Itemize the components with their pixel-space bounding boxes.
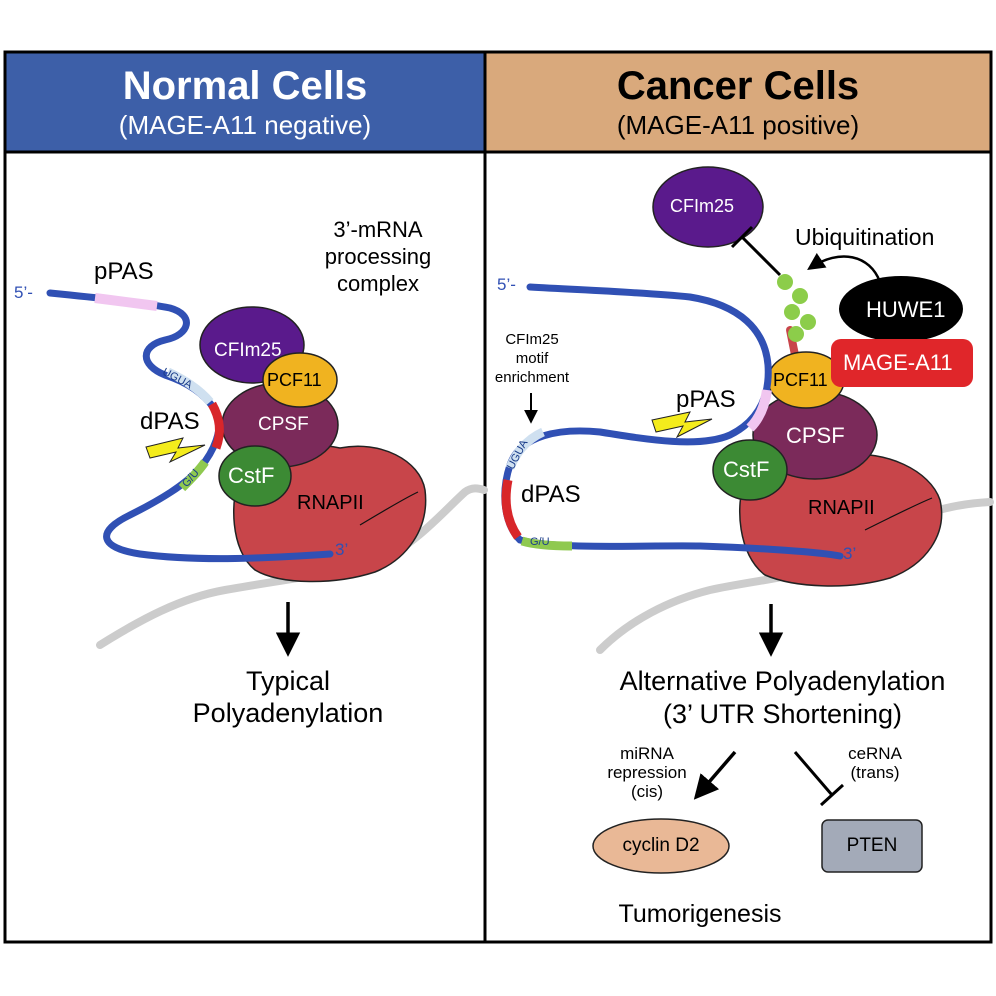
- cancer-title: Cancer Cells: [616, 64, 860, 108]
- cancer-five-prime-label: 5’-: [497, 275, 516, 294]
- cancer-ugua-segment: [505, 427, 546, 470]
- cancer-gu-label: G/U: [530, 536, 550, 548]
- cancer-cfim25-label: CFIm25: [670, 196, 735, 216]
- magea11-label: MAGE-A11: [843, 350, 953, 375]
- tumorigenesis-label: Tumorigenesis: [618, 900, 782, 928]
- normal-rnapii-groove: [359, 491, 419, 526]
- normal-three-prime-label: 3’: [335, 540, 349, 559]
- cancer-cstf-label: CstF: [723, 457, 770, 482]
- normal-dpas-segment: [208, 401, 224, 450]
- cancer-dpas-label: dPAS: [521, 481, 581, 508]
- cancer-rnapii-label: RNAPII: [808, 497, 875, 519]
- normal-ppas-label: pPAS: [94, 258, 154, 285]
- cancer-dpas-segment: [501, 479, 522, 540]
- cancer-outcome-label: Alternative Polyadenylation (3’ UTR Shor…: [619, 666, 946, 729]
- cancer-cfim25: [652, 166, 764, 248]
- mirna-arrow: [693, 750, 737, 800]
- normal-ppas-segment: [94, 293, 158, 311]
- pten-box: [821, 819, 923, 873]
- pten-label: PTEN: [846, 835, 898, 856]
- cancer-cstf: [712, 439, 788, 501]
- cyclin-d2-label: cyclin D2: [622, 835, 700, 856]
- cancer-rnapii-groove: [864, 497, 933, 531]
- cancer-lightning-icon: [651, 411, 713, 439]
- cancer-ppas-segment: [746, 389, 772, 432]
- cerna-inhibition-line: [793, 751, 834, 796]
- normal-outcome-label: Typical Polyadenylation: [192, 666, 384, 728]
- cancer-mrna: [501, 283, 844, 560]
- cerna-label: ceRNA (trans): [848, 744, 902, 782]
- cancer-ppas-label: pPAS: [676, 386, 736, 413]
- normal-dpas-label: dPAS: [140, 408, 200, 435]
- cyclin-d2-ellipse: [592, 818, 730, 874]
- normal-pcf11-label: PCF11: [267, 370, 322, 390]
- motif-label: CFIm25 motif enrichment: [494, 331, 570, 386]
- ubiquitin-chain: [777, 274, 816, 342]
- mirna-label: miRNA repression (cis): [607, 744, 687, 801]
- cancer-gu-segment: [520, 536, 573, 551]
- ubiquitination-arrow: [807, 252, 882, 283]
- normal-title: Normal Cells: [122, 64, 368, 108]
- normal-cpsf-label: CPSF: [258, 414, 309, 435]
- cerna-inhibition-bar: [819, 783, 845, 807]
- cancer-subtitle: (MAGE-A11 positive): [616, 110, 860, 140]
- normal-cfim25-label: CFIm25: [214, 340, 282, 361]
- normal-complex-label: 3’-mRNA processing complex: [324, 217, 432, 296]
- cancer-cpsf-label: CPSF: [786, 423, 845, 448]
- normal-cstf: [218, 445, 292, 507]
- cfim25-inhibition-bar: [730, 225, 754, 249]
- cancer-header-bg: [485, 52, 991, 152]
- normal-pcf11: [262, 352, 338, 408]
- outer-border: [3, 50, 993, 944]
- huwe1-ellipse: [839, 276, 963, 342]
- normal-subtitle: (MAGE-A11 negative): [118, 110, 372, 140]
- magea11-box: [831, 339, 973, 387]
- normal-header-bg: [5, 52, 485, 152]
- normal-gu-segment: [178, 459, 209, 492]
- cancer-three-prime-label: 3’: [843, 544, 857, 563]
- normal-five-prime-label: 5’-: [14, 283, 33, 302]
- cfim25-inhibition-line: [740, 235, 782, 277]
- huwe1-label: HUWE1: [866, 297, 946, 322]
- ubiquitination-label: Ubiquitination: [795, 224, 935, 250]
- normal-lightning-icon: [145, 437, 206, 464]
- cancer-pcf11-label: PCF11: [773, 370, 828, 390]
- normal-cstf-label: CstF: [228, 463, 275, 488]
- normal-rnapii-label: RNAPII: [297, 492, 364, 514]
- normal-ugua-segment: [166, 367, 214, 405]
